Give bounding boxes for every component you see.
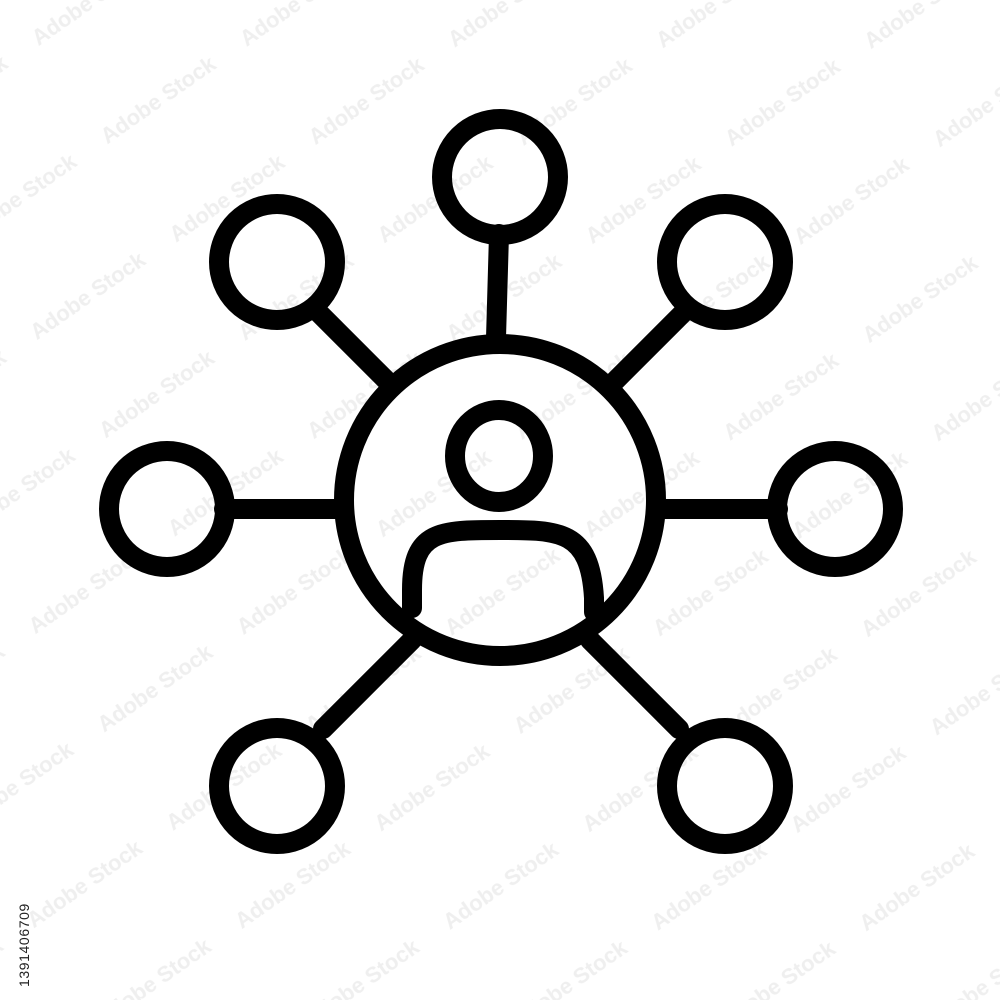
connector-line-bottom-right — [580, 630, 689, 739]
node-circle-right — [767, 441, 903, 577]
hub-circle — [334, 334, 666, 666]
node-circle-bottom-left — [209, 718, 345, 854]
node-circle-left — [99, 441, 235, 577]
node-circle-bottom-right — [657, 718, 793, 854]
connector-line-top-right — [604, 300, 696, 392]
connector-line-bottom-left — [313, 630, 422, 739]
node-circle-top-right — [657, 194, 793, 330]
connector-line-top-left — [306, 300, 398, 392]
node-circle-top — [432, 109, 568, 245]
connector-line-top — [486, 224, 509, 348]
stock-id-label: 1391406709 — [16, 903, 32, 987]
person-body — [402, 520, 604, 622]
person-head — [445, 400, 553, 512]
node-circle-top-left — [209, 194, 345, 330]
